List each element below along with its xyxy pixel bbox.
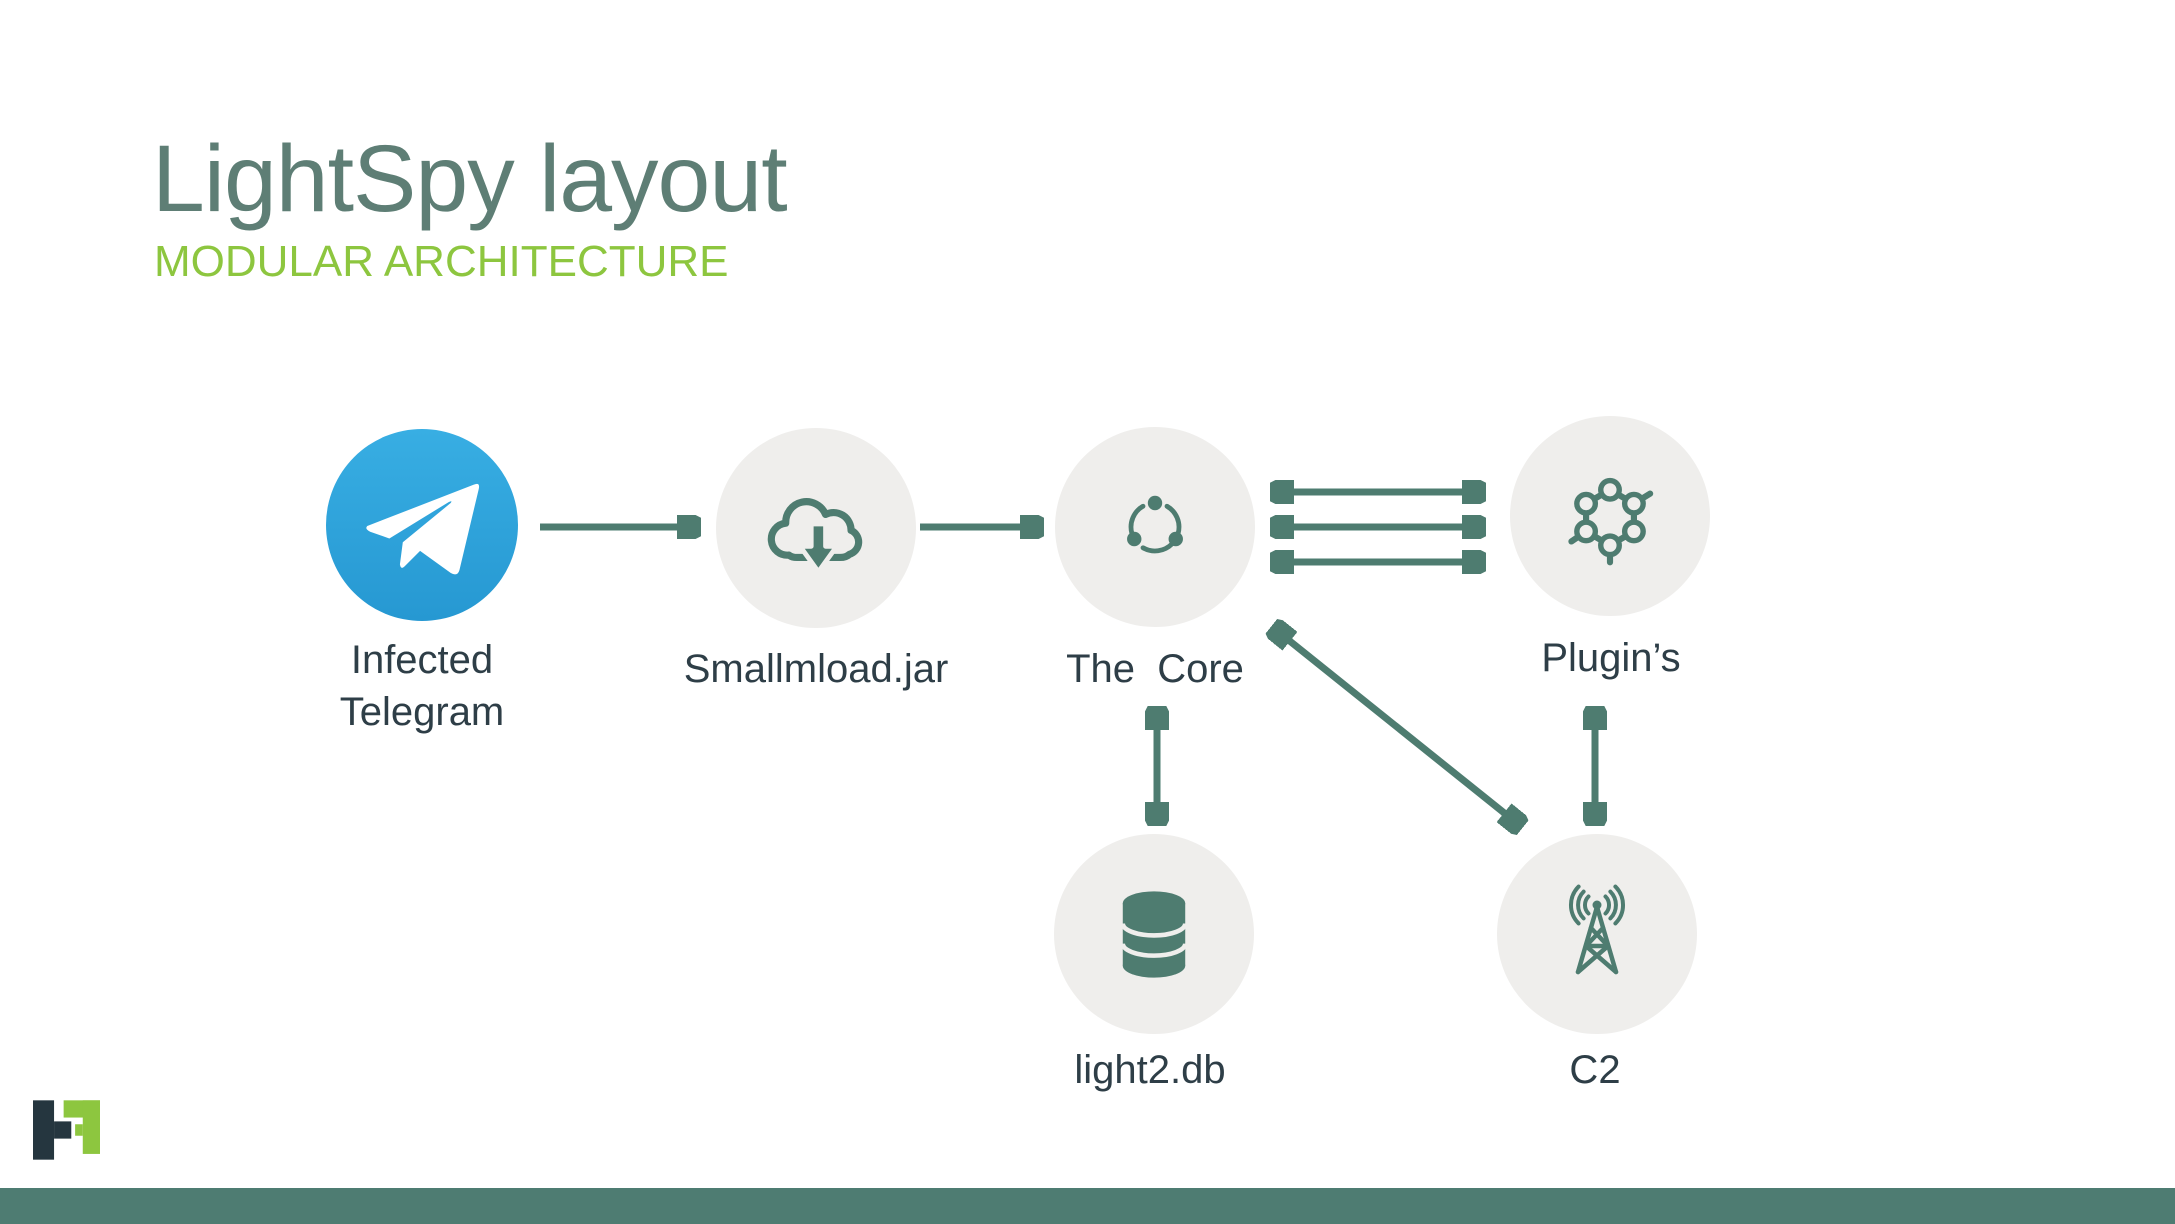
node-label: Plugin’s [1541,636,1681,680]
threatfabric-logo [33,1100,100,1160]
share-nodes-icon [1127,495,1183,554]
molecule-icon [1568,477,1654,566]
node-label: light2.db [1074,1048,1226,1092]
database-icon [1120,890,1188,978]
page-title: LightSpy layout [152,126,788,232]
node-plugins [1510,416,1710,616]
cloud-download-icon [767,498,863,575]
node-c2 [1497,834,1697,1034]
node-core [1055,427,1255,627]
footer-bar [0,1188,2175,1224]
arrow-core-plugins-triple [1276,492,1480,562]
node-label: The Core [1066,647,1244,691]
radio-tower-icon [1568,884,1626,975]
node-label: Infected Telegram [339,638,505,734]
node-infected-telegram [326,429,518,621]
node-smallmload [716,428,916,628]
node-light2db [1054,834,1254,1034]
arrow-core-c2-diagonal [1276,630,1518,824]
node-label: C2 [1569,1048,1621,1092]
page-subtitle: MODULAR ARCHITECTURE [154,237,729,286]
telegram-icon [366,483,480,575]
node-label: Smallmload.jar [683,647,949,691]
